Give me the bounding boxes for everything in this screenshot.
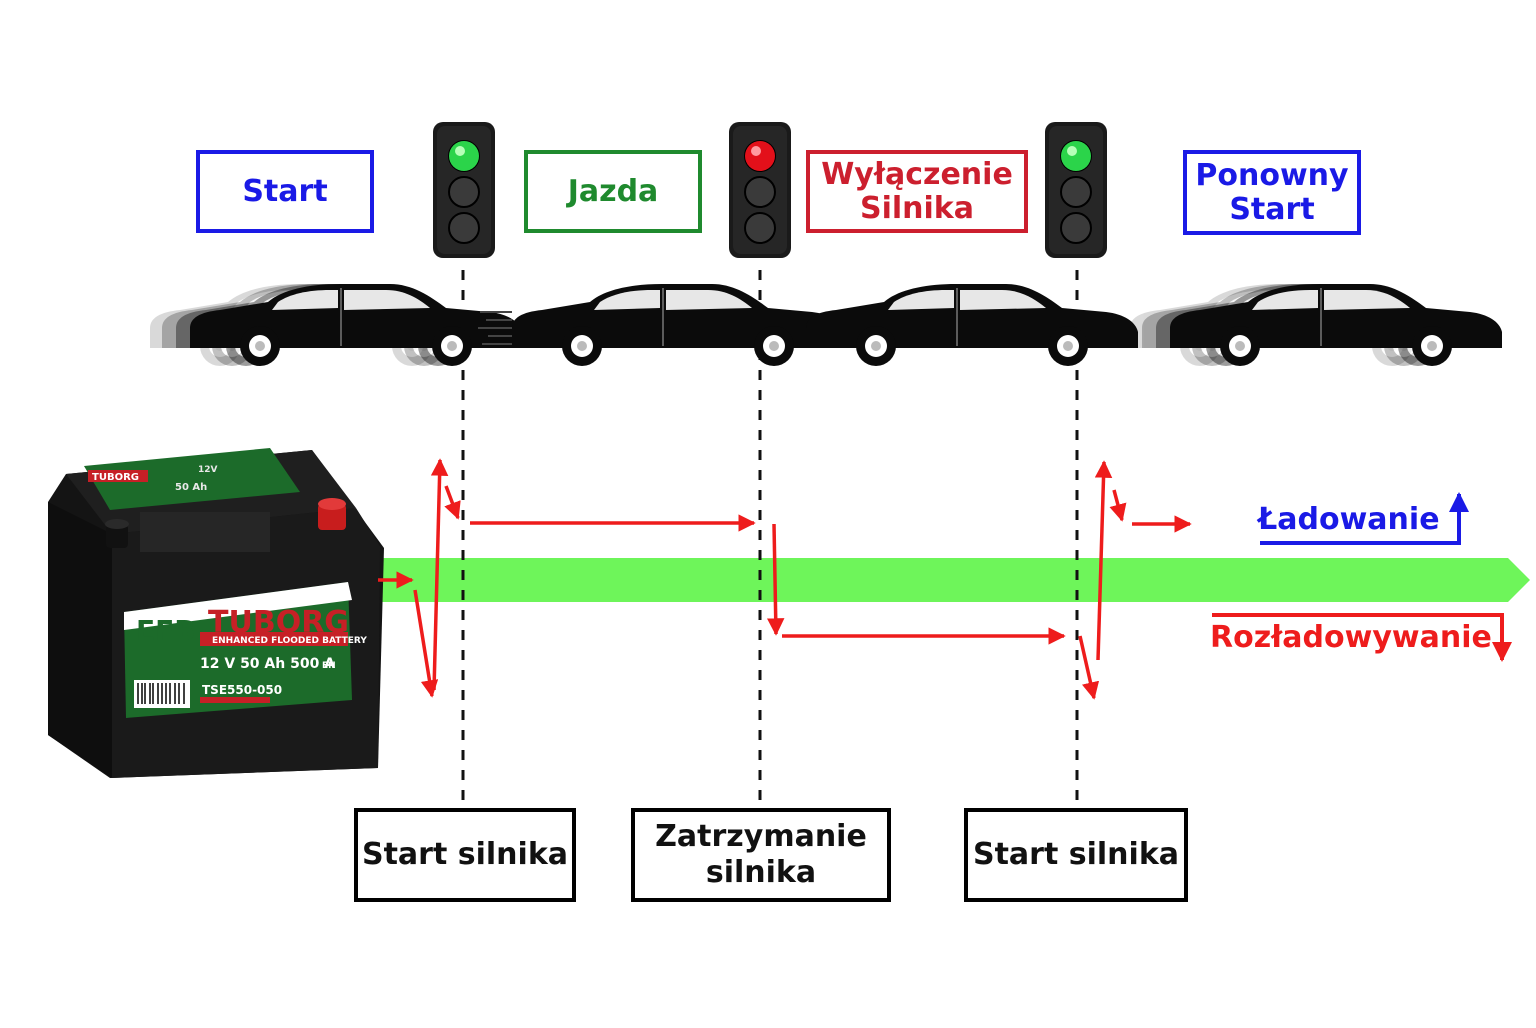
battery-top-brand: TUBORG xyxy=(92,472,139,483)
traffic-light-icon xyxy=(728,121,792,259)
arrow-icon xyxy=(766,523,785,636)
event-engine-start-2-label: Start silnika xyxy=(972,837,1180,872)
phase-restart-label-2: Start xyxy=(1229,191,1315,227)
legend-charging-label: Ładowanie xyxy=(1258,502,1440,537)
traffic-light-icon xyxy=(432,121,496,259)
car-icon xyxy=(478,283,845,367)
traffic-light-icon xyxy=(1044,121,1108,259)
car-icon xyxy=(149,283,523,367)
event-engine-start-1-label: Start silnika xyxy=(361,837,569,872)
charge-level-band xyxy=(372,558,1530,602)
event-engine-stop-label-2: silnika xyxy=(705,855,817,890)
battery-subtitle: ENHANCED FLOODED BATTERY xyxy=(212,636,367,646)
arrow-icon xyxy=(444,485,461,520)
event-engine-stop-label-1: Zatrzymanie xyxy=(655,819,867,854)
battery-top-specs: 50 Ah xyxy=(175,482,207,493)
event-engine-start-2-box: Start silnika xyxy=(964,808,1188,902)
phase-restart-box: Ponowny Start xyxy=(1183,150,1361,235)
arrow-icon xyxy=(1078,635,1100,700)
battery-icon: TUBORG 50 Ah 12V EFB TUBORG ENHANCED FLO… xyxy=(48,448,384,778)
battery-model: TSE550-050 xyxy=(202,683,282,697)
phase-drive-box: Jazda xyxy=(524,150,702,233)
legend-charging-marker xyxy=(1260,492,1469,545)
arrow-icon xyxy=(1109,489,1127,522)
phase-engine-off-box: Wyłączenie Silnika xyxy=(806,150,1028,233)
phase-engine-off-label-2: Silnika xyxy=(859,190,974,226)
event-engine-start-1-box: Start silnika xyxy=(354,808,576,902)
legend-discharging-marker xyxy=(1212,613,1512,662)
phase-start-label: Start xyxy=(242,173,328,209)
battery-specs: 12 V 50 Ah 500 A xyxy=(200,656,335,672)
battery-type: EFB xyxy=(136,614,196,647)
battery-top-voltage: 12V xyxy=(198,465,218,475)
phase-restart-label-1: Ponowny xyxy=(1195,157,1349,193)
battery-specs-suffix: EN xyxy=(322,661,336,671)
current-flow-arrows xyxy=(378,458,1192,700)
legend-discharging-label: Rozładowywanie xyxy=(1210,620,1492,655)
car-icon xyxy=(1129,283,1503,367)
event-engine-stop-box: Zatrzymanie silnika xyxy=(631,808,891,902)
arrow-icon xyxy=(413,589,439,698)
phase-drive-label: Jazda xyxy=(567,173,659,209)
phase-start-box: Start xyxy=(196,150,374,233)
car-icon xyxy=(805,283,1139,367)
arrow-icon xyxy=(430,458,449,691)
arrow-icon xyxy=(1094,460,1113,661)
phase-engine-off-label-1: Wyłączenie xyxy=(821,156,1013,192)
